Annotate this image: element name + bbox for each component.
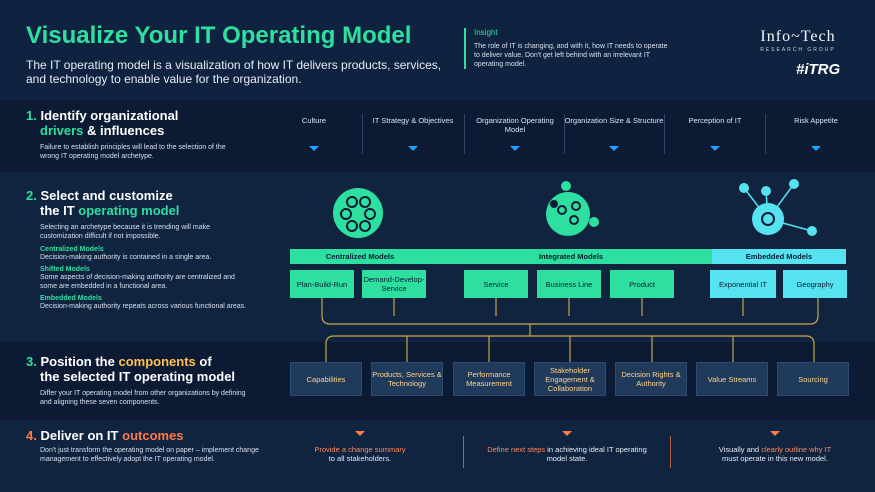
model-service: Service — [464, 270, 528, 298]
itrg-badge: #iTRG — [796, 61, 841, 78]
driver-divider — [765, 114, 766, 154]
chevron-down-icon — [710, 146, 720, 151]
chevron-down-icon — [770, 431, 780, 436]
insight-heading: Insight — [474, 28, 498, 37]
section4-band — [0, 420, 875, 492]
chevron-down-icon — [309, 146, 319, 151]
outcome-divider — [670, 436, 671, 468]
section2-description: Selecting an archetype because it is tre… — [40, 224, 211, 240]
component-performance: Performance Measurement — [453, 362, 525, 396]
outcome-divider — [463, 436, 464, 468]
insight-text: The role of IT is changing, and with it,… — [474, 43, 668, 68]
chevron-down-icon — [408, 146, 418, 151]
model-desc-embedded: Decision-making authority repeats across… — [40, 303, 247, 310]
model-business-line: Business Line — [537, 270, 601, 298]
model-demand-develop-service: Demand-Develop-Service — [362, 270, 426, 298]
model-name-shifted: Shifted Models — [40, 266, 90, 273]
outcome-next-steps: Define next steps in achieving ideal IT … — [487, 445, 647, 463]
model-name-embedded: Embedded Models — [40, 295, 102, 302]
driver-org-size: Organization Size & Structure — [564, 116, 664, 125]
driver-divider — [564, 114, 565, 154]
outcome-change-summary: Provide a change summary to all stakehol… — [314, 445, 406, 463]
component-stakeholder: Stakeholder Engagement & Collaboration — [534, 362, 606, 396]
component-products-services: Products, Services & Technology — [371, 362, 443, 396]
section1-heading: 1. Identify organizational drivers & inf… — [26, 108, 179, 138]
category-centralized: Centralized Models — [290, 249, 430, 264]
brand-group: RESEARCH GROUP — [760, 47, 836, 53]
insight-box: Insight The role of IT is changing, and … — [464, 28, 674, 69]
page-subtitle: The IT operating model is a visualizatio… — [26, 58, 442, 86]
connector-lines — [321, 298, 819, 362]
model-plan-build-run: Plan-Build-Run — [290, 270, 354, 298]
model-definitions: Centralized Models Decision-making autho… — [40, 246, 250, 311]
category-embedded: Embedded Models — [712, 249, 846, 264]
category-integrated: Integrated Models — [430, 249, 712, 264]
page-title: Visualize Your IT Operating Model — [26, 22, 412, 49]
driver-perception: Perception of IT — [688, 116, 742, 125]
model-desc-shifted: Some aspects of decision-making authorit… — [40, 274, 235, 290]
brand-logo: Info~Tech RESEARCH GROUP — [748, 28, 848, 53]
chevron-down-icon — [562, 431, 572, 436]
brand-name: Info~Tech — [760, 28, 836, 45]
section4-heading: 4. Deliver on IT outcomes — [26, 428, 184, 443]
driver-divider — [464, 114, 465, 154]
section4-description: Don't just transform the operating model… — [40, 447, 259, 463]
section3-heading: 3. Position the components of the select… — [26, 354, 236, 384]
model-name-centralized: Centralized Models — [40, 246, 104, 253]
chevron-down-icon — [510, 146, 520, 151]
driver-risk-appetite: Risk Appetite — [794, 116, 838, 125]
centralized-network-icon — [333, 188, 383, 238]
component-value-streams: Value Streams — [696, 362, 768, 396]
driver-divider — [362, 114, 363, 154]
driver-divider — [664, 114, 665, 154]
section1-description: Failure to establish principles will lea… — [40, 144, 226, 160]
component-capabilities: Capabilities — [290, 362, 362, 396]
driver-culture: Culture — [301, 116, 327, 125]
section3-description: Differ your IT operating model from othe… — [40, 390, 246, 406]
outcome-outline-why: Visually and clearly outline why IT must… — [718, 445, 832, 463]
embedded-network-icon — [739, 179, 817, 236]
model-product: Product — [610, 270, 674, 298]
chevron-down-icon — [609, 146, 619, 151]
model-desc-centralized: Decision-making authority is contained i… — [40, 254, 212, 261]
chevron-down-icon — [811, 146, 821, 151]
component-sourcing: Sourcing — [777, 362, 849, 396]
header-band — [0, 0, 875, 100]
driver-it-strategy: IT Strategy & Objectives — [372, 116, 454, 125]
section1-band — [0, 100, 875, 172]
chevron-down-icon — [355, 431, 365, 436]
component-decision-rights: Decision Rights & Authority — [615, 362, 687, 396]
model-exponential-it: Exponential IT — [710, 270, 776, 298]
integrated-network-icon — [546, 181, 599, 236]
model-geography: Geography — [783, 270, 847, 298]
driver-org-operating-model: Organization Operating Model — [476, 116, 554, 134]
section2-heading: 2. Select and customize the IT operating… — [26, 188, 180, 218]
